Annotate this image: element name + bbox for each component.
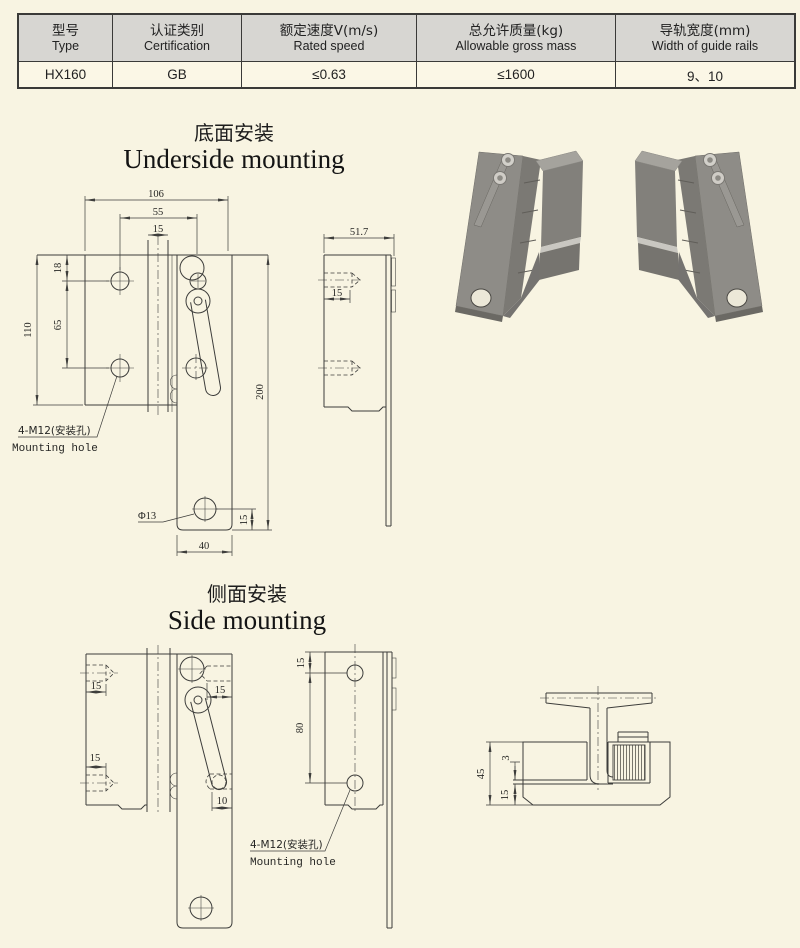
spec-table: 型号 Type 认证类别 Certification 额定速度V(m/s) Ra… [17,13,796,89]
header-certification-zh: 认证类别 [150,22,204,39]
product-photo [455,150,764,323]
side-mounting-title: 侧面安装 Side mounting [97,583,397,635]
spec-table-row: HX160 GB ≤0.63 ≤1600 9、10 [19,62,794,87]
header-type-en: Type [51,38,80,53]
side-front-geometry [80,645,233,929]
side-front-drawing: 15 15 15 10 [80,645,233,929]
header-cell-guide-rail-width: 导轨宽度(mm) Width of guide rails [616,15,794,61]
header-rated-speed-zh: 额定速度V(m/s) [279,22,379,39]
underside-front-labels: 106 55 15 110 18 65 200 Φ13 15 40 4-M12(… [12,189,266,552]
underside-front-geometry [18,196,272,556]
side-mid-drawing: 15 80 4-M12(安装孔) Mounting hole [250,644,397,929]
header-gross-mass-en: Allowable gross mass [455,38,577,53]
dim-label-15-right: 15 [215,685,226,696]
side-mid-geometry [250,644,397,929]
header-guide-rail-width-en: Width of guide rails [651,38,759,53]
dim-label-110: 110 [23,322,34,337]
dim-label-51-7: 51.7 [350,227,368,238]
underside-title-en: Underside mounting [123,144,345,174]
header-rated-speed-en: Rated speed [293,38,365,53]
side-title-en: Side mounting [167,605,327,635]
dim-label-15: 15 [332,288,343,299]
underside-side-drawing: 51.7 15 [318,227,396,527]
header-type-zh: 型号 [52,22,79,39]
dim-label-15-bottom-left: 15 [90,753,101,764]
dim-label-106: 106 [148,189,164,200]
dim-label-40: 40 [199,541,210,552]
header-cell-gross-mass: 总允许质量(kg) Allowable gross mass [417,15,616,61]
header-cell-type: 型号 Type [19,15,113,61]
side-section-geometry [486,686,671,806]
bracket-left [455,150,584,322]
dim-label-200: 200 [255,384,266,400]
dim-label-15-top: 15 [153,224,164,235]
dim-label-55: 55 [153,207,164,218]
dim-label-80: 80 [295,723,306,734]
side-front-labels: 15 15 15 10 [90,681,228,807]
header-cell-certification: 认证类别 Certification [113,15,242,61]
dim-label-10: 10 [217,796,228,807]
dim-label-3: 3 [501,755,512,760]
dim-label-15-bottom: 15 [239,515,250,526]
dim-label-15: 15 [500,790,511,801]
header-guide-rail-width-zh: 导轨宽度(mm) [659,22,751,39]
dim-label-65: 65 [53,320,64,331]
value-rated-speed: ≤0.63 [242,62,417,87]
underside-mounting-title: 底面安装 Underside mounting [84,122,384,174]
underside-side-labels: 51.7 15 [332,227,368,299]
underside-side-geometry [318,234,396,527]
side-title-zh: 侧面安装 [207,582,287,606]
header-cell-rated-speed: 额定速度V(m/s) Rated speed [242,15,417,61]
side-mid-labels: 15 80 4-M12(安装孔) Mounting hole [250,658,336,869]
dim-label-15-top-left: 15 [91,681,102,692]
spec-table-header: 型号 Type 认证类别 Certification 额定速度V(m/s) Ra… [19,15,794,62]
value-guide-rail-width: 9、10 [686,68,724,84]
mounting-hole-note2-zh: 4-M12(安装孔) [250,838,323,851]
dim-label-phi13: Φ13 [138,511,156,522]
value-certification: GB [113,62,242,87]
underside-title-zh: 底面安装 [194,121,274,145]
mounting-hole-note-zh: 4-M12(安装孔) [18,424,91,437]
value-gross-mass: ≤1600 [417,62,616,87]
bracket-right [634,150,764,323]
side-section-drawing: 45 3 15 [476,686,671,806]
dim-label-15: 15 [296,658,307,669]
value-type: HX160 [19,62,113,87]
mounting-hole-note-en: Mounting hole [12,443,98,455]
side-section-labels: 45 3 15 [476,755,512,800]
underside-front-drawing: 106 55 15 110 18 65 200 Φ13 15 40 4-M12(… [12,189,272,556]
header-certification-en: Certification [144,38,210,53]
dim-label-45: 45 [476,769,487,780]
header-gross-mass-zh: 总允许质量(kg) [468,22,564,39]
mounting-hole-note2-en: Mounting hole [250,857,336,869]
dim-label-18: 18 [53,263,64,274]
